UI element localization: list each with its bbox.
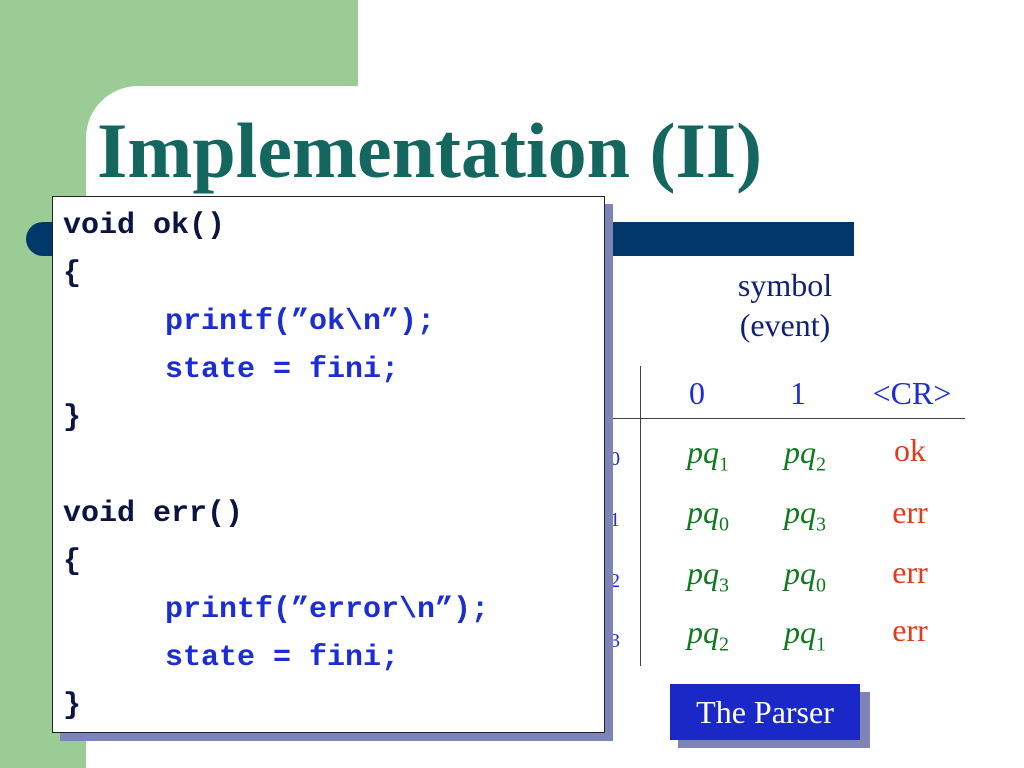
action-cell: err [892,612,928,648]
parser-callout: The Parser [670,684,860,740]
code-line: { [63,257,82,291]
code-line: state = fini; [165,353,400,387]
table-cell: pq1 [784,614,826,656]
code-listing-box: void ok() { printf(”ok\n”); state = fini… [52,196,605,733]
code-line: printf(”error\n”); [165,593,490,627]
table-cell: pq1 [687,434,729,476]
action-cell: ok [894,432,926,468]
table-cell: pq2 [784,434,826,476]
row-index-3: 3 [610,630,620,652]
code-line: void err() [63,497,244,531]
table-cell: pq3 [687,555,729,597]
code-line: } [63,401,82,435]
table-cell: pq0 [687,494,729,536]
table-cell: pq2 [687,614,729,656]
row-index-1: 1 [610,509,620,531]
event-axis-label: symbol (event) [690,265,880,345]
row-index-0: 0 [610,448,620,470]
code-line: } [63,689,82,723]
event-label-line-1: symbol [737,267,833,303]
column-header-0: 0 [689,375,705,411]
column-header-1: 1 [790,375,806,411]
column-header-cr: <CR> [872,375,952,411]
row-index-2: 2 [610,570,620,592]
event-label-line-2: (event) [739,307,831,343]
table-horizontal-divider [560,418,965,419]
slide-title: Implementation (II) [97,107,763,194]
table-vertical-divider [640,366,641,666]
action-cell: err [892,554,928,590]
code-line: printf(”ok\n”); [165,305,436,339]
table-cell: pq0 [784,555,826,597]
code-line: void ok() [63,209,226,243]
table-cell: pq3 [784,494,826,536]
action-cell: err [892,494,928,530]
code-line: { [63,545,82,579]
code-line: state = fini; [165,641,400,675]
